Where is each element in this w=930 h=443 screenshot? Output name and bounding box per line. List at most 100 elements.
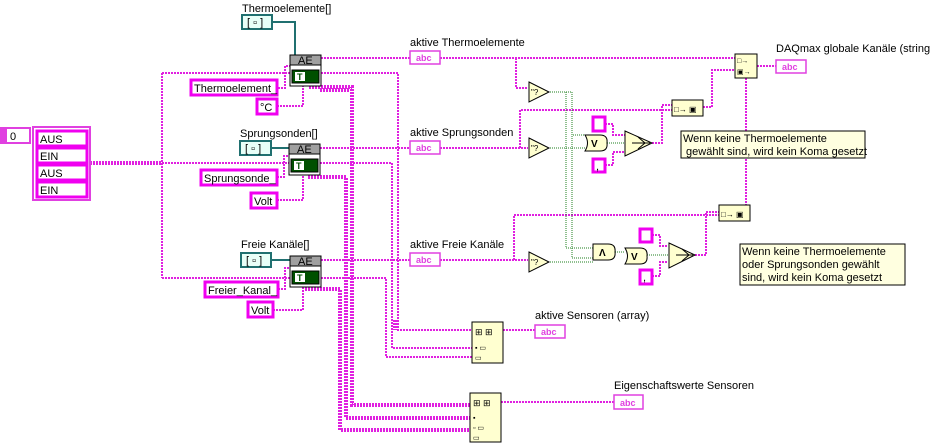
and-gate[interactable]: Λ	[592, 243, 616, 261]
svg-text:Wenn keine Thermoelemente: Wenn keine Thermoelemente	[683, 133, 827, 145]
comma-constant[interactable]	[591, 115, 607, 133]
svg-text:⊞ ⊞: ⊞ ⊞	[473, 398, 491, 408]
wire-sensors[interactable]	[320, 72, 472, 358]
prefix-constant[interactable]: Thermoelement_	[189, 78, 279, 97]
or-gate[interactable]: V	[624, 247, 648, 265]
string-indicator[interactable]: abc	[409, 252, 441, 267]
svg-text:abc: abc	[416, 143, 432, 153]
concatenate-strings[interactable]: □→ ▣	[671, 99, 704, 117]
wire-constants[interactable]	[273, 65, 304, 311]
svg-text:AE: AE	[297, 144, 312, 156]
cluster-array-constant[interactable]: [ ▫ ]	[239, 140, 272, 156]
svg-text:"?: "?	[531, 258, 539, 267]
svg-text:abc: abc	[416, 255, 432, 265]
build-array-sensors[interactable]: ⊞ ⊞▪ ▭▭	[471, 321, 504, 364]
comment-2: Wenn keine Thermoelemente oder Sprungson…	[739, 243, 906, 286]
select-node[interactable]	[624, 130, 654, 157]
unit-constant[interactable]: Volt	[249, 191, 279, 210]
prefix-constant[interactable]: Sprungsonde_	[199, 168, 279, 187]
empty-string-compare[interactable]: "?	[528, 137, 551, 159]
svg-text:Thermoelement_: Thermoelement_	[194, 83, 278, 95]
comma-constant[interactable]: ,	[638, 268, 654, 286]
string-indicator[interactable]: abc	[409, 140, 441, 155]
string-indicator[interactable]: abc	[409, 50, 441, 65]
wire-outputs[interactable]	[320, 57, 735, 261]
svg-text:abc: abc	[782, 62, 798, 72]
ae-subvi[interactable]: AE T	[289, 255, 322, 288]
sensors-array-label: aktive Sensoren (array)	[535, 310, 649, 322]
svg-text:"?: "?	[531, 88, 539, 97]
comma-constant[interactable]: ,	[591, 157, 607, 174]
comma-constant[interactable]	[638, 227, 654, 244]
svg-text:Sprungsonde_: Sprungsonde_	[204, 173, 276, 185]
array-item: EIN	[40, 185, 58, 197]
ae-subvi[interactable]: AE T	[289, 54, 322, 87]
wires	[90, 21, 776, 432]
string-array-indicator[interactable]: abc	[534, 324, 566, 339]
ae-subvi[interactable]: AE T	[288, 143, 321, 176]
svg-text:oder Sprungsonden gewählt: oder Sprungsonden gewählt	[742, 259, 880, 271]
empty-string-compare[interactable]: "?	[528, 251, 551, 273]
svg-text:[ ▫ ]: [ ▫ ]	[247, 17, 263, 29]
wire-logic[interactable]	[501, 65, 776, 403]
concatenate-strings[interactable]: □→▣→	[734, 53, 758, 79]
empty-string-compare[interactable]: "?	[528, 81, 551, 103]
properties-label: Eigenschaftswerte Sensoren	[614, 380, 754, 392]
svg-text:Wenn keine Thermoelemente: Wenn keine Thermoelemente	[742, 246, 886, 258]
array-item: AUS	[40, 168, 63, 180]
svg-text:[ ▫ ]: [ ▫ ]	[246, 255, 262, 267]
array-label: Thermoelemente[]	[242, 3, 331, 15]
svg-text:T: T	[296, 161, 302, 171]
svg-text:Volt: Volt	[251, 305, 269, 317]
or-gate[interactable]: V	[584, 134, 608, 152]
svg-text:T: T	[297, 273, 303, 283]
svg-text:▪ ▭: ▪ ▭	[475, 345, 486, 352]
svg-text:abc: abc	[620, 398, 636, 408]
index-value: 0	[10, 131, 16, 143]
global-output-label: DAQmax globale Kanäle (string)	[776, 43, 930, 55]
string-array-constant[interactable]: AUS EIN AUS EIN	[32, 126, 91, 201]
string-indicator[interactable]: abc	[775, 59, 807, 74]
concatenate-strings[interactable]: □→ ▣	[718, 204, 751, 222]
svg-text:sind, wird kein Koma gesetzt: sind, wird kein Koma gesetzt	[742, 272, 882, 284]
unit-constant[interactable]: °C	[255, 97, 279, 116]
svg-text:Volt: Volt	[254, 196, 272, 208]
svg-text:AE: AE	[298, 55, 313, 67]
wire-booleans[interactable]	[548, 91, 668, 263]
svg-text:[ ▫ ]: [ ▫ ]	[245, 143, 261, 155]
cluster-array-constant[interactable]: [ ▫ ]	[240, 252, 272, 268]
svg-text:abc: abc	[541, 327, 557, 337]
svg-text:Freier_Kanal_: Freier_Kanal_	[208, 285, 278, 297]
svg-text:V: V	[591, 139, 598, 150]
select-node[interactable]	[668, 242, 697, 269]
svg-text:Λ: Λ	[599, 248, 606, 259]
build-array-properties[interactable]: ⊞ ⊞▪▫ ▭▭	[469, 392, 502, 443]
svg-text:gewählt sind, wird kein Koma g: gewählt sind, wird kein Koma gesetzt	[683, 146, 867, 158]
wire-properties[interactable]	[305, 85, 470, 432]
svg-text:▫ ▭: ▫ ▭	[473, 425, 484, 432]
svg-text:,: ,	[596, 161, 599, 173]
array-label: Freie Kanäle[]	[241, 239, 309, 251]
svg-text:T: T	[297, 72, 303, 82]
array-item: EIN	[40, 151, 58, 163]
wire-clusters[interactable]	[271, 21, 296, 261]
group-freie-kanaele: Freie Kanäle[] [ ▫ ] AE T Freier_Kanal_ …	[203, 239, 504, 319]
string-array-indicator[interactable]: abc	[613, 394, 644, 410]
svg-text:"?: "?	[531, 144, 539, 153]
output-label: aktive Thermoelemente	[410, 37, 525, 49]
array-item: AUS	[40, 134, 63, 146]
group-sprungsonden: Sprungsonden[] [ ▫ ] AE T Sprungsonde_ V…	[199, 127, 513, 210]
prefix-constant[interactable]: Freier_Kanal_	[203, 280, 280, 299]
array-label: Sprungsonden[]	[240, 128, 318, 140]
cluster-array-constant[interactable]: [ ▫ ]	[241, 14, 273, 30]
output-label: aktive Freie Kanäle	[410, 239, 504, 251]
group-thermoelemente: Thermoelemente[] [ ▫ ] AE T Thermoelemen…	[189, 3, 525, 116]
svg-text:□→ ▣: □→ ▣	[721, 210, 744, 219]
wire-bus[interactable]	[161, 72, 290, 279]
comment-1: Wenn keine Thermoelemente gewählt sind, …	[680, 130, 867, 159]
svg-text:▭: ▭	[475, 355, 482, 362]
unit-constant[interactable]: Volt	[246, 300, 275, 319]
svg-text:,: ,	[643, 272, 646, 284]
index-control[interactable]: 0	[0, 127, 31, 144]
